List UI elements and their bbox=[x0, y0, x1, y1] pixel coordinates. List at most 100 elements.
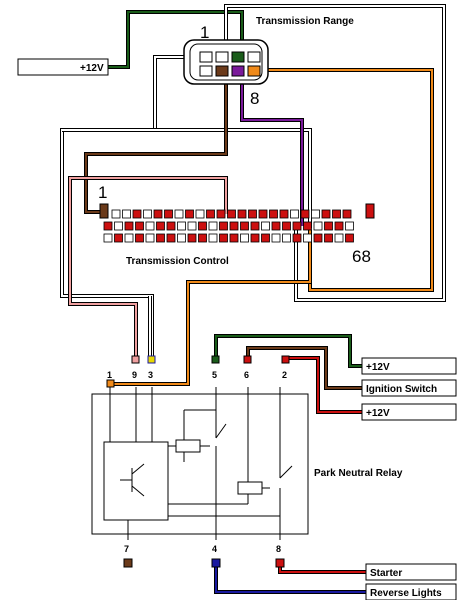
tr-first-pin: 1 bbox=[200, 23, 209, 42]
v12-right-b-label: +12V bbox=[366, 408, 390, 419]
tcm-pin bbox=[132, 209, 142, 219]
relay-pin2-terminal bbox=[281, 355, 290, 364]
tcm-pin bbox=[143, 209, 152, 219]
wire-red-relay2 bbox=[286, 356, 362, 414]
tcm-pin bbox=[156, 233, 165, 243]
relay-pin8-label: 8 bbox=[276, 544, 281, 554]
ignition-switch-box bbox=[361, 379, 457, 397]
relay-pin2-label: 2 bbox=[282, 370, 287, 380]
tcm-pin bbox=[187, 233, 197, 243]
tcm-pin bbox=[334, 221, 344, 231]
reverse-lights-label: Reverse Lights bbox=[370, 588, 442, 599]
tcm-pin bbox=[292, 221, 302, 231]
tcm-pin bbox=[198, 233, 207, 243]
relay-pin7-label: 7 bbox=[124, 544, 129, 554]
tcm-pin bbox=[300, 209, 310, 219]
relay-pin5-terminal bbox=[211, 355, 220, 364]
v12-right-a-label: +12V bbox=[366, 362, 390, 373]
tcm-pin bbox=[313, 221, 323, 231]
tr-last-pin: 8 bbox=[250, 89, 259, 108]
relay-pin6-terminal bbox=[243, 355, 252, 364]
tcm-pin bbox=[227, 209, 236, 219]
tcm-pin bbox=[342, 209, 352, 219]
transmission-range-connector bbox=[183, 39, 269, 85]
tcm-pin bbox=[279, 209, 289, 219]
tcm-pin bbox=[174, 209, 184, 219]
wire-green-relay5 bbox=[214, 334, 362, 368]
tcm-pin bbox=[303, 221, 312, 231]
tcm-pin bbox=[216, 209, 226, 219]
relay-pin9-label: 9 bbox=[132, 370, 137, 380]
tcm-pin bbox=[292, 233, 302, 243]
relay-pin3-label: 3 bbox=[148, 370, 153, 380]
transmission-range-label: Transmission Range bbox=[256, 16, 354, 27]
tcm-pin bbox=[269, 209, 278, 219]
tcm-pin bbox=[206, 209, 215, 219]
tcm-pin bbox=[313, 233, 323, 243]
transmission-control-connector bbox=[99, 203, 375, 243]
tcm-pin bbox=[195, 209, 205, 219]
wire-green-tr bbox=[108, 10, 244, 69]
tcm-pin bbox=[261, 233, 270, 243]
relay-pin8-terminal bbox=[275, 558, 285, 568]
tcm-pin bbox=[166, 221, 176, 231]
v12-right-a-box bbox=[361, 357, 457, 375]
tcm-pin bbox=[261, 221, 270, 231]
relay-pin4-label: 4 bbox=[212, 544, 217, 554]
v12-right-b-box bbox=[361, 403, 457, 421]
tcm-pin bbox=[135, 221, 144, 231]
tcm-pin bbox=[153, 209, 163, 219]
tcm-pin bbox=[111, 209, 121, 219]
ignition-switch-label: Ignition Switch bbox=[366, 384, 437, 395]
tcm-pin bbox=[145, 221, 155, 231]
tcm-pin bbox=[250, 233, 260, 243]
tcm-pin bbox=[282, 221, 291, 231]
tcm-pin bbox=[237, 209, 247, 219]
relay-pin9-terminal bbox=[131, 355, 140, 364]
park-neutral-relay bbox=[91, 387, 309, 540]
tcm-pin bbox=[290, 209, 299, 219]
tcm-pin bbox=[250, 221, 260, 231]
wire-orange bbox=[258, 68, 434, 292]
tcm-first-pin: 1 bbox=[98, 183, 107, 202]
tcm-pin bbox=[258, 209, 268, 219]
tcm-pin bbox=[114, 233, 123, 243]
relay-pin1-label: 1 bbox=[107, 370, 112, 380]
v12-top-box bbox=[17, 58, 109, 76]
starter-label: Starter bbox=[370, 568, 402, 579]
tcm-pin bbox=[103, 233, 113, 243]
tcm-pin bbox=[282, 233, 291, 243]
wire-purple bbox=[240, 72, 304, 226]
tcm-pin bbox=[321, 209, 331, 219]
starter-box bbox=[365, 563, 457, 581]
tcm-pin bbox=[164, 209, 173, 219]
relay-pin1-terminal bbox=[106, 379, 115, 388]
relay-pin4-terminal bbox=[211, 558, 221, 568]
tcm-pin bbox=[303, 233, 312, 243]
v12-top-label: +12V bbox=[80, 63, 104, 74]
tcm-pin bbox=[240, 221, 249, 231]
wire-red-relay8 bbox=[278, 566, 366, 574]
tcm-pin bbox=[124, 233, 134, 243]
tcm-pin bbox=[229, 233, 239, 243]
tcm-pin bbox=[114, 221, 123, 231]
tcm-pin bbox=[219, 233, 228, 243]
tcm-pin bbox=[208, 221, 218, 231]
transmission-control-label: Transmission Control bbox=[126, 256, 229, 267]
tcm-pin bbox=[103, 221, 113, 231]
park-neutral-relay-label: Park Neutral Relay bbox=[314, 468, 403, 479]
tcm-pin bbox=[145, 233, 155, 243]
relay-pin5-label: 5 bbox=[212, 370, 217, 380]
relay-pin3-terminal bbox=[147, 355, 156, 364]
tcm-pin bbox=[229, 221, 239, 231]
relay-pin7-terminal bbox=[123, 558, 133, 568]
wire-gray-tcm bbox=[62, 128, 312, 228]
tcm-pin bbox=[334, 233, 344, 243]
tcm-pin bbox=[208, 233, 218, 243]
tcm-pin bbox=[135, 233, 144, 243]
wire-orange-relay1 bbox=[112, 230, 312, 386]
wire-brown-tcm1 bbox=[84, 72, 228, 214]
wire-blue-relay4 bbox=[214, 566, 366, 594]
tcm-pin bbox=[345, 221, 354, 231]
